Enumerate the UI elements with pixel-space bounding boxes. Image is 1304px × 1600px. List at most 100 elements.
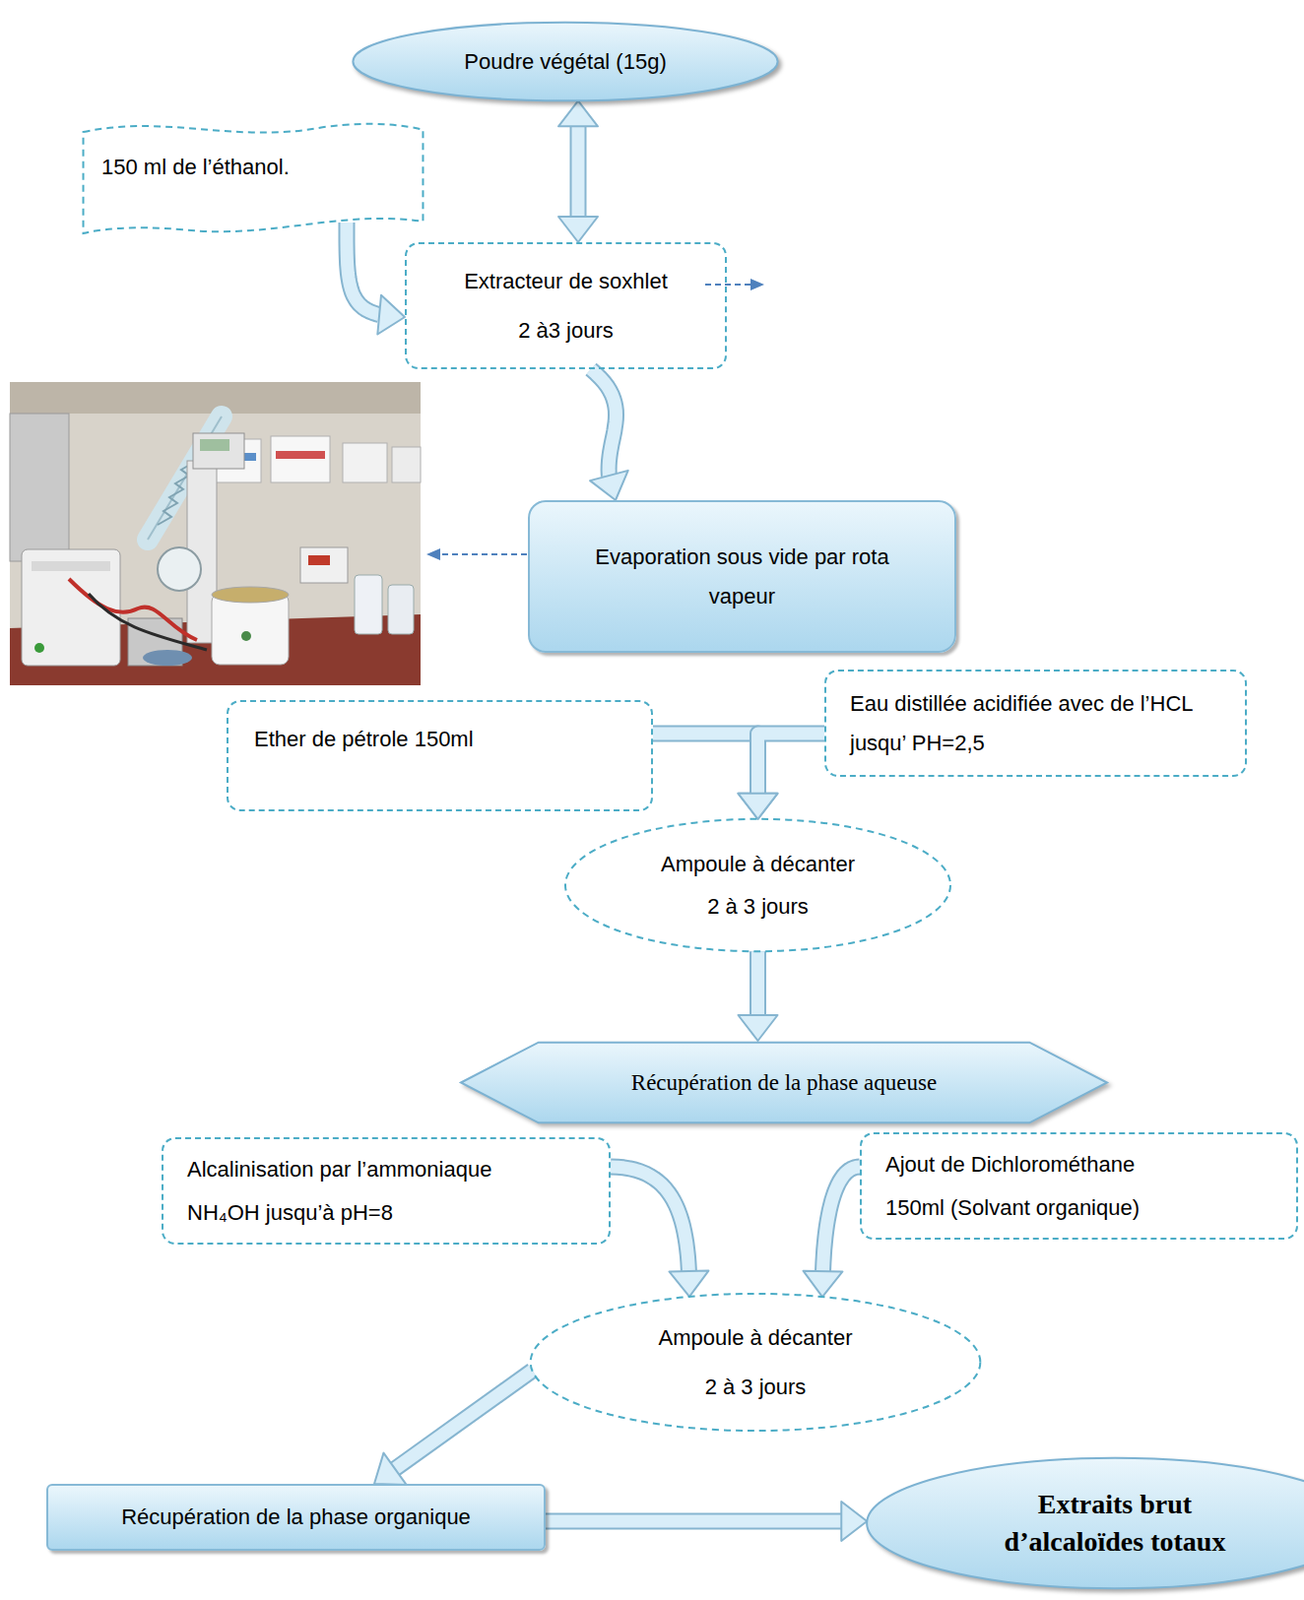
arrow-shaft (610, 1167, 689, 1272)
arrow-shaft-outline (570, 126, 587, 217)
step-shape: Poudre végétal (15g) (348, 20, 783, 103)
node-text: Eau distillée acidifiée avec de l’HCL ju… (849, 684, 1195, 764)
arrow-head (589, 470, 629, 501)
pointer-part (426, 548, 441, 561)
step-shape: 150 ml de l’éthanol. (79, 120, 427, 240)
node-text: Ampoule à décanter (658, 1324, 853, 1353)
step-ellipse (561, 816, 955, 955)
shape-outline (83, 124, 424, 234)
pointer-part (750, 278, 765, 291)
arrow-shaft-outline (590, 369, 617, 476)
arrow-shaft (751, 951, 765, 1016)
shape-outline (530, 1294, 981, 1432)
arrow-shaft-outline (346, 222, 380, 316)
photo-part (391, 447, 421, 483)
shape-outline (565, 819, 951, 952)
photo-part (241, 631, 252, 642)
process-box: Récupération de la phase organique (46, 1484, 546, 1552)
arrow-shaft (346, 222, 380, 316)
arrow-shaft-outline (610, 1167, 689, 1272)
arrow-shaft-outline (652, 733, 759, 794)
photo-part (68, 579, 197, 641)
arrow-head (668, 1271, 709, 1298)
step-box: Extracteur de soxhlet 2 à3 jours (404, 242, 727, 370)
photo-part (193, 433, 245, 469)
shape-outline (866, 1458, 1304, 1589)
photo-part (388, 585, 414, 635)
photo-part (354, 575, 383, 635)
node-text: Extracteur de soxhlet (463, 267, 668, 296)
step-box: Eau distillée acidifiée avec de l’HCL ju… (824, 669, 1247, 778)
arrow-head (558, 100, 598, 127)
arrow-shaft-outline (749, 951, 767, 1016)
arrow-head (377, 295, 405, 335)
photo-part (211, 593, 289, 665)
node-text: 2 à 3 jours (707, 893, 809, 921)
step-shape: Extraits brut d’alcaloïdes totaux (861, 1455, 1304, 1592)
photo-part (31, 561, 111, 572)
node-text: Récupération de la phase aqueuse (631, 1065, 937, 1102)
step-box: Ether de pétrole 150ml (226, 700, 653, 812)
step-shape: Ampoule à décanter 2 à 3 jours (525, 1291, 985, 1435)
node-text: Extraits brut d’alcaloïdes totaux (967, 1486, 1263, 1562)
node-text: Ajout de Dichlorométhane 150ml (Solvant … (885, 1143, 1196, 1231)
flow-arrow (374, 1370, 532, 1486)
step-ellipse (525, 1291, 985, 1435)
flow-arrow (610, 1167, 709, 1298)
arrow-head (841, 1501, 867, 1542)
photo-part (9, 382, 421, 686)
node-text: Evaporation sous vide par rota vapeur (572, 537, 913, 617)
photo-part (88, 593, 207, 651)
arrow-shaft (572, 126, 586, 217)
terminal-ellipse (861, 1455, 1304, 1592)
node-text: 2 à3 jours (518, 317, 614, 345)
arrow-shaft (758, 733, 826, 794)
arrow-shaft (590, 369, 617, 476)
photo-part (211, 586, 289, 603)
photo-part (9, 413, 69, 562)
node-text: Alcalinisation par l’ammoniaque NH₄OH ju… (187, 1148, 547, 1236)
step-box: Alcalinisation par l’ammoniaque NH₄OH ju… (161, 1137, 611, 1245)
flow-arrow (738, 733, 826, 820)
arrow-shaft-outline (545, 1513, 842, 1531)
arrow-head (802, 1271, 843, 1298)
flow-arrow (738, 951, 779, 1042)
reagent-wave (79, 120, 427, 240)
photo-part (270, 436, 330, 483)
node-text: 2 à 3 jours (705, 1373, 807, 1402)
arrow-shaft (652, 733, 759, 794)
arrow-shaft (545, 1515, 842, 1529)
flow-arrow (802, 1167, 860, 1298)
photo-part (300, 547, 348, 584)
arrow-head (374, 1453, 407, 1487)
shape-outline (352, 22, 778, 102)
arrow-head (738, 793, 779, 820)
step-box: Ajout de Dichlorométhane 150ml (Solvant … (859, 1132, 1299, 1240)
node-text: Ampoule à décanter (660, 850, 855, 879)
photo-part (9, 382, 421, 686)
pointer-part (705, 283, 751, 286)
arrow-shaft-outline (823, 1167, 861, 1272)
arrow-head (558, 216, 598, 243)
node-text: Récupération de la phase organique (121, 1503, 471, 1532)
photo-part (342, 443, 388, 483)
photo-part (34, 643, 45, 653)
arrow-shaft-outline (758, 733, 826, 794)
step-shape: Ampoule à décanter 2 à 3 jours (561, 816, 955, 955)
node-text: 150 ml de l’éthanol. (101, 153, 290, 182)
process-box: Evaporation sous vide par rota vapeur (527, 500, 957, 653)
flow-arrow (558, 100, 598, 243)
photo-part (199, 439, 230, 452)
photo-part (142, 650, 193, 666)
photo-part (157, 547, 201, 591)
flow-arrow (589, 369, 629, 501)
arrow-head (738, 1015, 779, 1042)
photo-part (275, 451, 326, 459)
node-text: Poudre végétal (15g) (463, 48, 666, 76)
flow-arrow (346, 222, 405, 334)
photo-part (308, 555, 330, 566)
arrow-head (738, 793, 779, 820)
flow-arrow (545, 1501, 867, 1542)
